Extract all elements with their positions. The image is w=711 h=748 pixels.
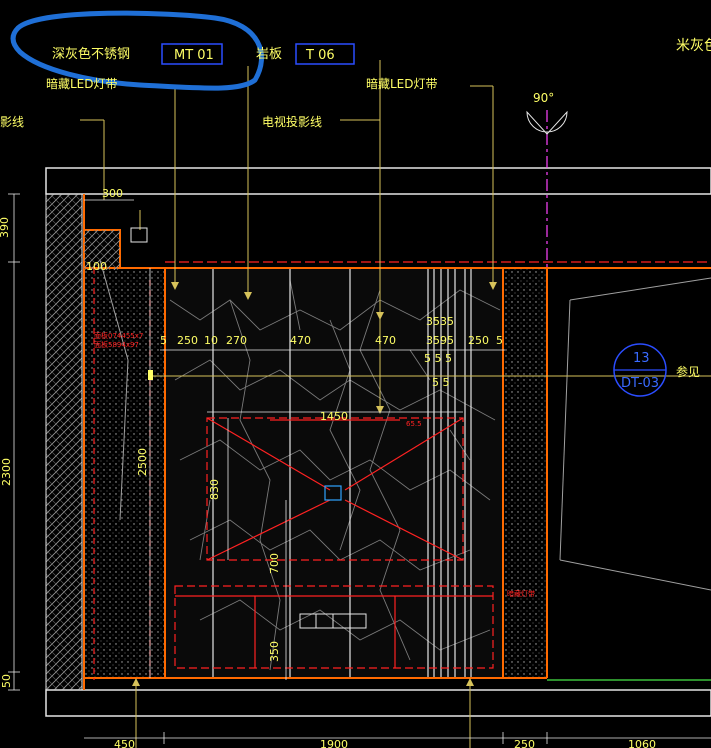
dim-row1-5: 470 — [375, 334, 396, 347]
dim-55: 5 5 — [432, 376, 450, 389]
label-angle: 90° — [533, 91, 554, 105]
dim-bottom-2: 250 — [514, 738, 535, 748]
dim-1450: 1450 — [320, 410, 348, 423]
detail-reference-bubble[interactable] — [613, 343, 667, 397]
t-tag-box — [295, 43, 355, 65]
label-stainless-steel: 深灰色不锈钢 — [52, 46, 130, 62]
label-stone-slab: 岩板 — [256, 47, 282, 62]
label-mt-tag: MT 01 — [174, 48, 214, 63]
leader-lines — [80, 60, 711, 748]
dim-300: 300 — [102, 187, 123, 200]
dim-row1-2: 10 — [204, 334, 218, 347]
label-cut-left: 影线 — [0, 115, 24, 129]
ceiling-slab — [45, 167, 711, 195]
dim-row1-3: 270 — [226, 334, 247, 347]
note-left-red-1: 面板074455x7 — [94, 331, 143, 340]
label-tv-wall: 电视投影线 — [262, 114, 322, 129]
dim-row1-1: 250 — [177, 334, 198, 347]
dim-50: 50 — [0, 674, 13, 688]
dim-row1-8: 5 — [496, 334, 503, 347]
right-dotted-panel — [505, 268, 547, 678]
dim-row1-4: 470 — [290, 334, 311, 347]
note-left-red-2: 面板5894x97 — [94, 340, 139, 349]
label-led-left: 暗藏LED灯带 — [46, 76, 118, 91]
orange-wall-lines — [83, 194, 711, 690]
dim-390: 390 — [0, 217, 11, 238]
room-outline — [99, 259, 711, 591]
switch-box-top — [130, 227, 148, 243]
dim-555: 5 5 5 — [424, 352, 452, 365]
label-led-right: 暗藏LED灯带 — [366, 76, 438, 91]
panel-grid-lines — [212, 268, 472, 678]
mt-tag-box — [161, 43, 223, 65]
dim-bottom-1: 1900 — [320, 738, 348, 748]
left-wall-section — [45, 193, 83, 691]
left-dotted-panel — [84, 270, 164, 678]
dim-100: 100 — [86, 260, 107, 273]
floor-slab — [45, 689, 711, 717]
ref-note: 参见 — [676, 364, 700, 379]
dim-3595: 3595 — [426, 334, 454, 347]
dim-2300: 2300 — [0, 458, 13, 486]
dim-700: 700 — [268, 553, 281, 574]
dim-row1-0: 5 — [160, 334, 167, 347]
label-t-tag: T 06 — [305, 48, 335, 63]
corner-detail — [84, 230, 120, 270]
socket-panel — [299, 613, 367, 629]
dimension-lines — [8, 193, 711, 744]
dim-bottom-3: 1060 — [628, 738, 656, 748]
ref-number: 13 — [633, 351, 650, 366]
marker-yellow — [148, 370, 153, 380]
ref-sheet: DT-03 — [621, 376, 659, 391]
leader-arrows — [132, 282, 497, 686]
dim-350: 350 — [268, 641, 281, 662]
angle-arc — [526, 110, 568, 135]
highlight-scribble — [10, 10, 264, 91]
dim-bottom-0: 450 — [114, 738, 135, 748]
dim-row1-6: 3535 — [426, 315, 454, 328]
dim-830: 830 — [208, 479, 221, 500]
sensor-box — [324, 485, 342, 501]
note-center-red: 65.5 — [406, 420, 422, 428]
dim-2500: 2500 — [136, 448, 149, 476]
dim-row1-7: 250 — [468, 334, 489, 347]
label-top-right: 米灰色 — [676, 37, 711, 54]
note-right-red: 暗藏灯带 — [507, 589, 535, 598]
